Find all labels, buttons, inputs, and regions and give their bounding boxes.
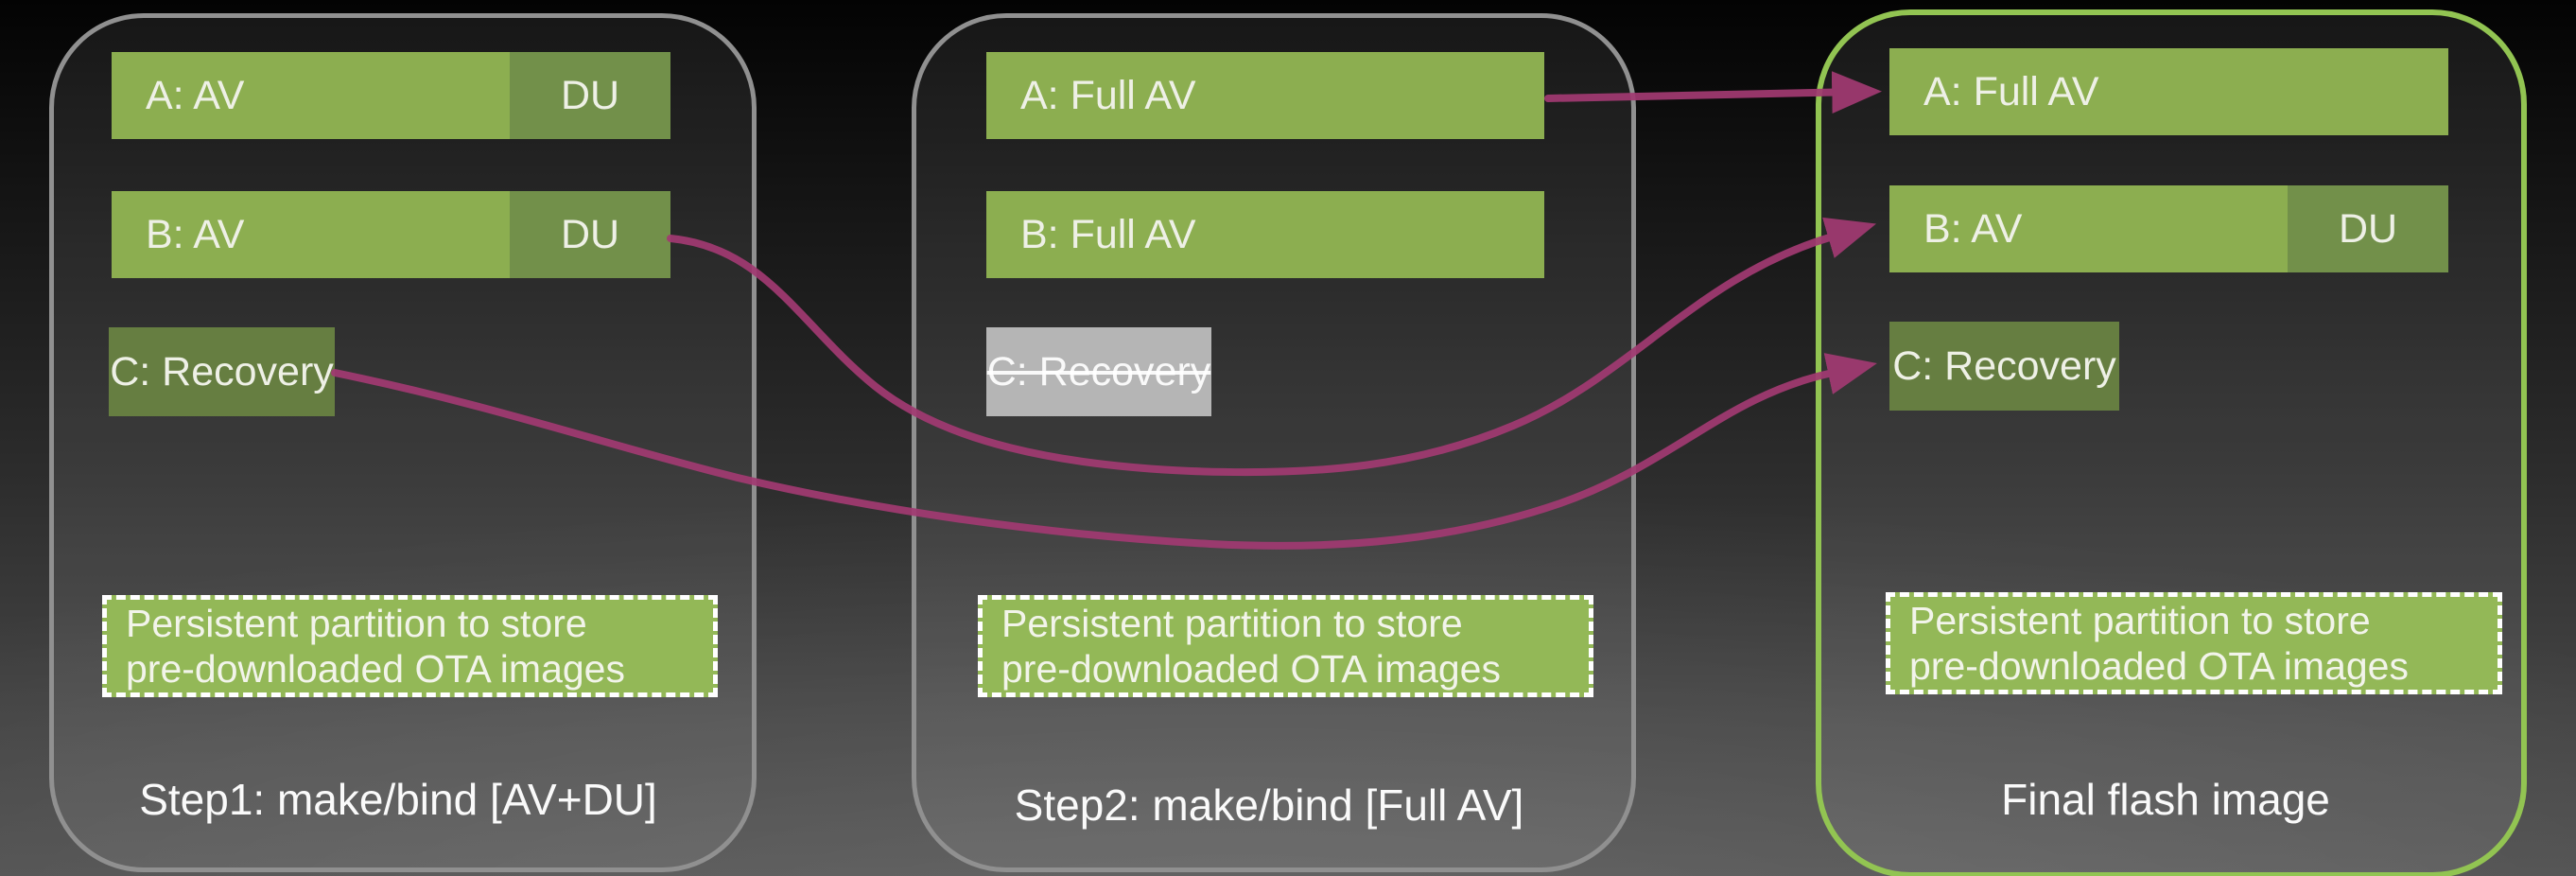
final-partition-a-label: A: Full AV <box>1923 68 2099 114</box>
persistent-line2: pre-downloaded OTA images <box>126 647 625 691</box>
du-label: DU <box>560 211 620 257</box>
persistent-line2: pre-downloaded OTA images <box>1001 647 1501 691</box>
step1-partition-b-bar: B: AV DU <box>112 191 670 278</box>
final-partition-b-du-segment: DU <box>2288 185 2448 272</box>
step2-partition-c-label-strikethrough: C: Recovery <box>986 348 1211 394</box>
step1-partition-a-du-segment: DU <box>510 52 670 139</box>
final-partition-b-label: B: AV <box>1923 205 2023 252</box>
final-caption: Final flash image <box>2001 775 2330 824</box>
step1-partition-a-label: A: AV <box>146 72 245 118</box>
persistent-line1: Persistent partition to store <box>1001 601 1463 645</box>
persistent-line2: pre-downloaded OTA images <box>1909 644 2409 688</box>
persistent-line1: Persistent partition to store <box>1909 598 2371 642</box>
step1-partition-c-label: C: Recovery <box>110 348 334 394</box>
step2-partition-c-box-removed: C: Recovery <box>986 327 1211 416</box>
panel-final <box>1816 9 2527 876</box>
du-label: DU <box>2338 205 2398 252</box>
step1-partition-b-du-segment: DU <box>510 191 670 278</box>
step2-partition-a-bar: A: Full AV <box>986 52 1544 139</box>
step1-partition-c-box: C: Recovery <box>109 327 335 416</box>
final-partition-a-bar: A: Full AV <box>1889 48 2448 135</box>
step2-persistent-partition-box: Persistent partition to store pre-downlo… <box>978 595 1593 697</box>
step1-partition-b-label: B: AV <box>146 211 245 257</box>
final-partition-c-label: C: Recovery <box>1892 342 2116 389</box>
final-partition-c-box: C: Recovery <box>1889 322 2119 411</box>
panel-step2 <box>912 13 1636 872</box>
du-label: DU <box>560 72 620 118</box>
step1-caption: Step1: make/bind [AV+DU] <box>139 775 657 824</box>
step2-partition-b-bar: B: Full AV <box>986 191 1544 278</box>
step2-partition-b-label: B: Full AV <box>1020 211 1196 257</box>
persistent-line1: Persistent partition to store <box>126 601 587 645</box>
step2-partition-a-label: A: Full AV <box>1020 72 1196 118</box>
step1-persistent-partition-box: Persistent partition to store pre-downlo… <box>102 595 718 697</box>
final-partition-b-bar: B: AV DU <box>1889 185 2448 272</box>
step2-caption: Step2: make/bind [Full AV] <box>1014 780 1524 830</box>
final-persistent-partition-box: Persistent partition to store pre-downlo… <box>1886 592 2502 694</box>
step1-partition-a-bar: A: AV DU <box>112 52 670 139</box>
panel-step1 <box>49 13 757 872</box>
